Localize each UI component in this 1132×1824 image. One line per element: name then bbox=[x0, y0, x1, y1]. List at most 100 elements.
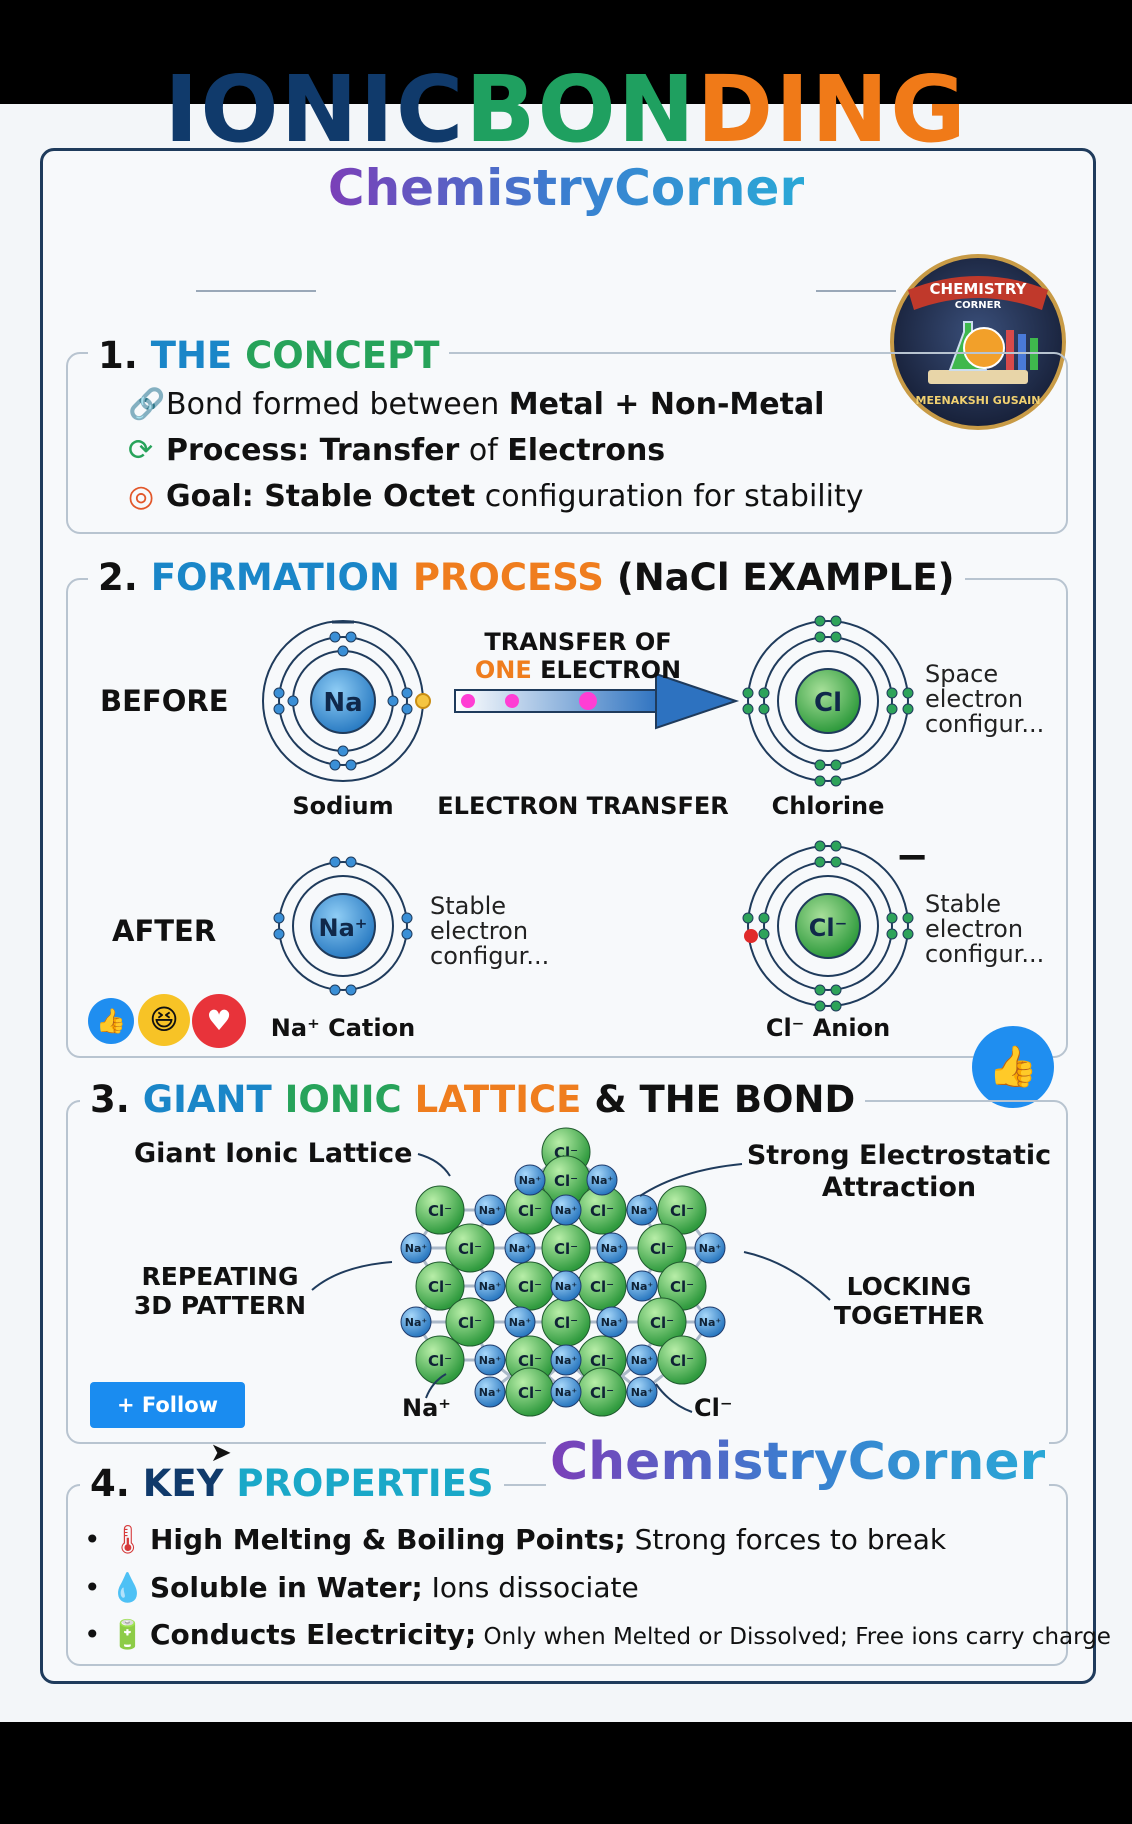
sodium-ion bbox=[474, 1270, 506, 1302]
property-row: •🌡High Melting & Boiling Points; Strong … bbox=[84, 1522, 946, 1558]
chloride-ion-label: Cl⁻ bbox=[650, 1314, 674, 1332]
formation-diagram: Na TRANSFER OF ONE ELECTRON Cl bbox=[262, 615, 929, 1038]
sodium-ion bbox=[474, 1344, 506, 1376]
sodium-ion-label: Na⁺ bbox=[601, 1242, 624, 1255]
row-bold: Process: Transfer bbox=[166, 433, 460, 468]
stable-note-cl: Stable electron configur... bbox=[925, 892, 1044, 967]
sodium-ion bbox=[504, 1306, 536, 1338]
cl-ion-label: Cl⁻ bbox=[694, 1394, 733, 1422]
chloride-ion-label: Cl⁻ bbox=[670, 1352, 694, 1370]
concept-section bbox=[66, 352, 1068, 534]
chloride-ion bbox=[445, 1223, 495, 1273]
formation-title: 2. FORMATION PROCESS (NaCl EXAMPLE) bbox=[88, 556, 965, 600]
sodium-ion bbox=[550, 1344, 582, 1376]
chloride-anion: Cl⁻ bbox=[742, 840, 914, 1012]
property-bold: High Melting & Boiling Points; bbox=[150, 1523, 626, 1556]
note-line: configur... bbox=[925, 710, 1045, 738]
laugh-reaction-icon[interactable]: 😆 bbox=[138, 994, 190, 1046]
repeating-label: REPEATING 3D PATTERN bbox=[130, 1262, 310, 1320]
note-line: Stable bbox=[430, 892, 507, 920]
sodium-ion-label: Na⁺ bbox=[479, 1386, 502, 1399]
note-line: electron bbox=[925, 915, 1024, 943]
property-text: Ions dissociate bbox=[422, 1571, 639, 1604]
title-part-1: IONIC bbox=[164, 56, 466, 163]
sodium-ion bbox=[400, 1232, 432, 1264]
like-button-icon[interactable]: 👍 bbox=[972, 1026, 1054, 1108]
property-text: Strong forces to break bbox=[625, 1523, 947, 1556]
note-line: configur... bbox=[925, 940, 1045, 968]
logo-subtext: CORNER bbox=[955, 300, 1002, 311]
chloride-ion-label: Cl⁻ bbox=[590, 1352, 614, 1370]
transfer-one: ONE bbox=[475, 656, 532, 684]
follow-button[interactable]: + Follow bbox=[90, 1382, 245, 1428]
chlorine-atom: Cl bbox=[742, 615, 914, 787]
logo-text: CHEMISTRY bbox=[930, 280, 1028, 298]
sodium-cation: Na⁺ bbox=[273, 856, 413, 996]
anion-label: Cl⁻ Anion bbox=[766, 1014, 890, 1038]
stable-note-na: Stable electron configur... bbox=[430, 894, 549, 969]
chloride-ion bbox=[445, 1297, 495, 1347]
sodium-ion-label: Na⁺ bbox=[555, 1386, 578, 1399]
heart-reaction-icon[interactable]: ♥ bbox=[192, 994, 246, 1048]
sodium-ion bbox=[626, 1270, 658, 1302]
chloride-ion-label: Cl⁻ bbox=[428, 1352, 452, 1370]
thermometer-icon: 🌡 bbox=[110, 1523, 146, 1556]
row-text: of bbox=[459, 433, 508, 468]
chlorine-symbol: Cl bbox=[814, 688, 842, 718]
sodium-ion-label: Na⁺ bbox=[509, 1316, 532, 1329]
bullet-dot: • bbox=[84, 1618, 101, 1651]
sodium-ion-label: Na⁺ bbox=[479, 1204, 502, 1217]
transfer-electron: ELECTRON bbox=[532, 656, 681, 684]
row-bold: Goal: Stable Octet bbox=[166, 479, 476, 514]
lattice-title: 3. GIANT IONIC LATTICE & THE BOND bbox=[80, 1078, 866, 1122]
sodium-ion bbox=[596, 1232, 628, 1264]
sodium-ion bbox=[626, 1344, 658, 1376]
label-line: 3D PATTERN bbox=[133, 1291, 307, 1320]
anion-symbol: Cl⁻ bbox=[809, 914, 848, 942]
locking-label: LOCKING TOGETHER bbox=[814, 1272, 1004, 1330]
label-line: TOGETHER bbox=[833, 1301, 985, 1330]
target-icon: ◎ bbox=[128, 479, 155, 514]
concept-row: ◎Goal: Stable Octet configuration for st… bbox=[128, 478, 863, 516]
sodium-atom: Na bbox=[262, 620, 431, 782]
note-line: electron bbox=[925, 685, 1024, 713]
sodium-ion-label: Na⁺ bbox=[631, 1204, 654, 1217]
chloride-ion-label: Cl⁻ bbox=[458, 1314, 482, 1332]
label-line: REPEATING bbox=[141, 1262, 299, 1291]
label-line: LOCKING bbox=[846, 1272, 972, 1301]
title-word: CONCEPT bbox=[245, 334, 440, 377]
concept-row: ⟳Process: Transfer of Electrons bbox=[128, 432, 665, 470]
property-bold: Conducts Electricity; bbox=[150, 1618, 477, 1651]
link-icon: 🔗 bbox=[128, 387, 166, 422]
sodium-ion bbox=[504, 1232, 536, 1264]
section-number: 1. bbox=[98, 334, 138, 377]
sodium-ion-label: Na⁺ bbox=[519, 1174, 542, 1187]
transfer-text: TRANSFER OF bbox=[484, 628, 671, 656]
title-word: IONIC bbox=[284, 1078, 415, 1121]
chloride-ion-label: Cl⁻ bbox=[428, 1202, 452, 1220]
property-row: •💧Soluble in Water; Ions dissociate bbox=[84, 1570, 639, 1606]
sodium-ion bbox=[694, 1306, 726, 1338]
title-word: THE bbox=[150, 334, 246, 377]
chloride-ion-label: Cl⁻ bbox=[458, 1240, 482, 1258]
sodium-ion bbox=[514, 1164, 546, 1196]
sodium-ion-label: Na⁺ bbox=[631, 1354, 654, 1367]
title-part-2: BON bbox=[465, 56, 697, 163]
cation-symbol: Na⁺ bbox=[319, 914, 368, 942]
title-word: LATTICE bbox=[414, 1078, 582, 1121]
sodium-ion bbox=[474, 1376, 506, 1408]
sodium-ion-label: Na⁺ bbox=[405, 1242, 428, 1255]
chloride-ion-label: Cl⁻ bbox=[590, 1384, 614, 1402]
chloride-ion-label: Cl⁻ bbox=[554, 1314, 578, 1332]
section-number: 3. bbox=[90, 1078, 130, 1121]
sodium-ion-label: Na⁺ bbox=[591, 1174, 614, 1187]
chloride-ion-label: Cl⁻ bbox=[554, 1240, 578, 1258]
subtitle: ChemistryCorner bbox=[0, 158, 1132, 218]
section-number: 4. bbox=[90, 1462, 130, 1505]
chloride-ion-label: Cl⁻ bbox=[554, 1172, 578, 1190]
cation-label: Na⁺ Cation bbox=[271, 1014, 415, 1038]
sodium-symbol: Na bbox=[323, 688, 362, 718]
like-reaction-icon[interactable]: 👍 bbox=[88, 998, 134, 1044]
sodium-ion bbox=[550, 1194, 582, 1226]
bullet-dot: • bbox=[84, 1571, 101, 1604]
